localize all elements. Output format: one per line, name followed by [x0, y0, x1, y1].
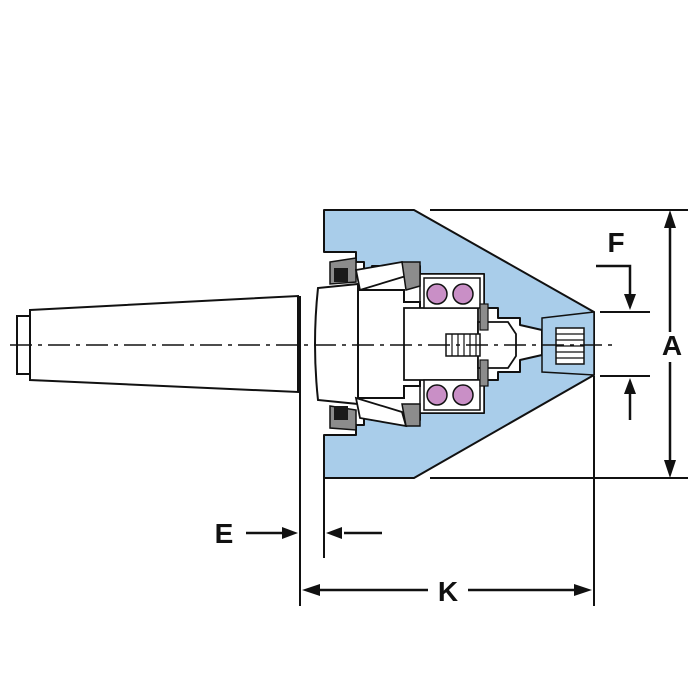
- extension-lines: [299, 209, 688, 606]
- ball-bearings-bottom: [423, 379, 481, 411]
- bearing-ball: [426, 283, 448, 305]
- shank-taper: [29, 294, 299, 394]
- dimension-e-label: E: [215, 518, 234, 549]
- dimension-a-label: A: [662, 330, 682, 361]
- taper-shank: [16, 294, 301, 394]
- bearing-ball: [426, 384, 448, 406]
- dimension-e: E: [215, 518, 382, 549]
- dimension-a: A: [662, 210, 682, 478]
- bearing-ball: [452, 283, 474, 305]
- bearing-ball: [452, 384, 474, 406]
- roller-bearing-top: [329, 257, 421, 292]
- spindle: [314, 282, 585, 406]
- spacer-rings: [479, 303, 489, 387]
- dimension-f: F: [596, 227, 636, 420]
- dimension-f-label: F: [607, 227, 624, 258]
- dimension-k: K: [302, 576, 592, 607]
- ball-bearings-top: [423, 277, 481, 309]
- roller-bearing-bottom: [329, 396, 421, 431]
- spindle-flange: [314, 282, 359, 406]
- dimension-k-label: K: [438, 576, 458, 607]
